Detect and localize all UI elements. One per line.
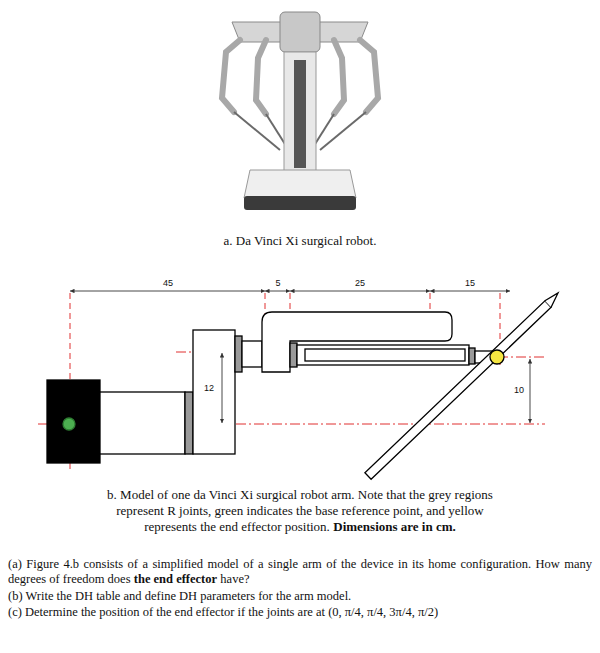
robot-base: [244, 170, 356, 198]
robot-base-band: [244, 196, 356, 210]
robot-column-strip: [294, 60, 306, 168]
dimension-line: [430, 291, 510, 292]
question-text: (c) Determine the position of the end ef…: [8, 605, 592, 620]
dimension-label: 45: [163, 278, 173, 288]
connector-link: [242, 341, 262, 367]
revolute-joint: [185, 392, 193, 454]
robot-column: [284, 52, 316, 174]
base-block: [47, 380, 100, 463]
question-text: (a) Figure 4.b consists of a simplified …: [8, 557, 592, 586]
question-text: have?: [220, 572, 249, 586]
dimension-label: 15: [465, 278, 475, 288]
extension-line: [265, 293, 266, 314]
robot-hub: [280, 12, 320, 52]
dimension-line: [530, 359, 531, 423]
question-text: (b) Write the DH table and define DH par…: [8, 589, 351, 603]
question-text: the end effector: [134, 572, 217, 586]
dimension-line: [265, 291, 290, 292]
dimension-label: 12: [204, 383, 214, 393]
dimension-label: 5: [266, 278, 290, 289]
dimension-label: 25: [355, 278, 365, 288]
base-reference-point: [63, 418, 75, 430]
revolute-joint: [469, 348, 475, 364]
figure-caption: Dimensions are in cm.: [333, 519, 456, 534]
robot-arm-model: [47, 293, 558, 479]
figure-caption: a. Da Vinci Xi surgical robot.: [224, 233, 377, 248]
robot-arm: [360, 40, 378, 112]
robot-arm: [256, 40, 266, 114]
question-text: (b) Write the DH table and define DH par…: [8, 589, 592, 604]
question-text: (c) Determine the position of the end ef…: [8, 605, 438, 619]
robot-instrument: [320, 112, 366, 150]
dimension-label: 10: [514, 385, 524, 395]
dimension-line: [70, 291, 265, 292]
forearm-inner: [305, 349, 465, 361]
dimension-label: 45: [150, 278, 186, 289]
question-list: (a) Figure 4.b consists of a simplified …: [8, 557, 592, 621]
question-text: (a) Figure 4.b consists of a simplified …: [8, 557, 592, 588]
forearm: [297, 345, 469, 365]
dimension-label: 10: [510, 385, 528, 396]
robot-instrument: [234, 112, 280, 150]
robot-arm: [334, 40, 344, 114]
tool-tip: [545, 293, 558, 307]
dimension-label: 25: [342, 278, 378, 289]
end-effector-point: [490, 350, 504, 364]
dimension-label: 15: [452, 278, 488, 289]
robot-illustration: [222, 12, 378, 210]
figure-caption: a. Da Vinci Xi surgical robot.: [100, 233, 500, 249]
figure-caption: b. Model of one da Vinci Xi surgical rob…: [95, 487, 505, 535]
surgical-tool: [365, 301, 551, 480]
dimension-line: [222, 353, 223, 423]
robot-arm: [222, 40, 240, 112]
revolute-joint: [290, 343, 297, 367]
dimension-line: [290, 291, 430, 292]
dimension-label: 5: [275, 278, 280, 288]
revolute-joint: [235, 336, 242, 372]
base-link: [100, 392, 185, 454]
vertical-link: [193, 330, 235, 454]
dimension-lines: [70, 291, 530, 423]
dimension-label: 12: [200, 383, 218, 394]
extension-line: [430, 293, 431, 312]
